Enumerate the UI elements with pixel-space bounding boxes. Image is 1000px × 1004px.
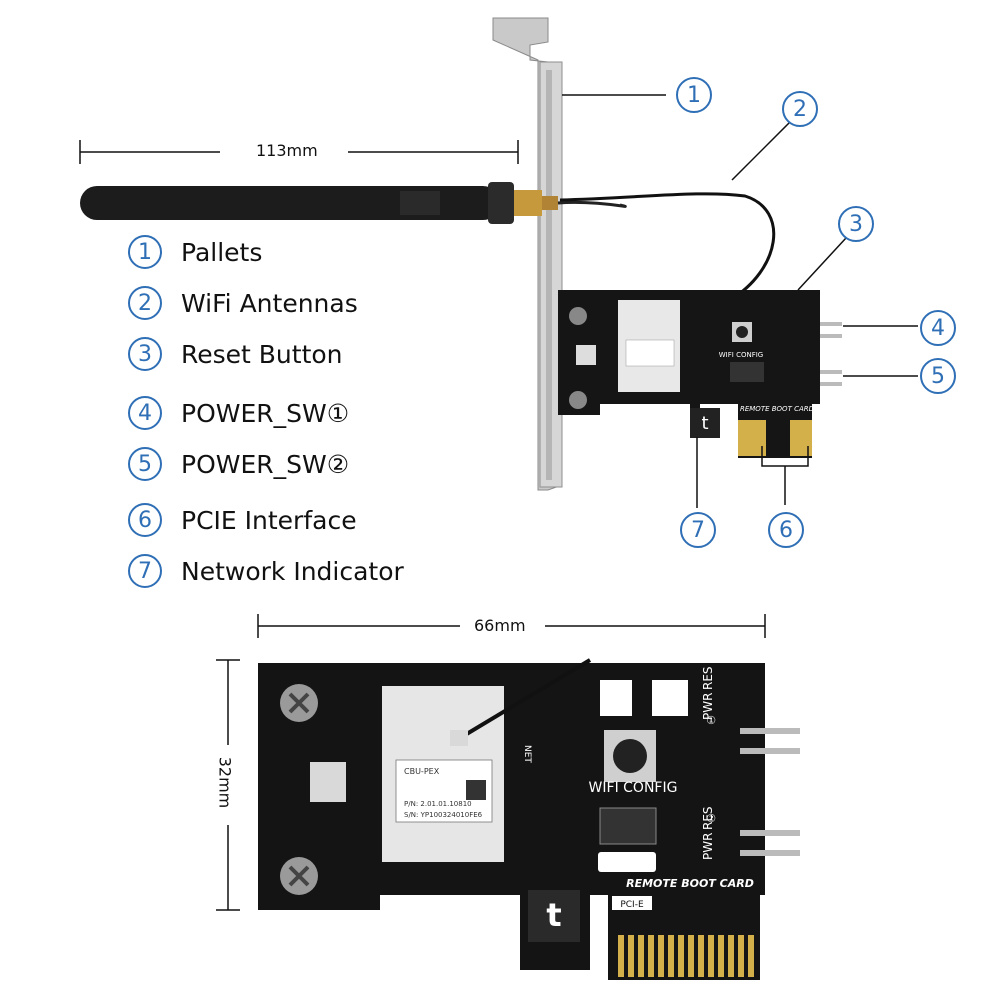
res-label-1: RES — [701, 666, 715, 690]
legend-item: 5 POWER_SW② — [128, 444, 349, 484]
legend-number: 6 — [128, 503, 162, 537]
legend-label: PCIE Interface — [181, 505, 357, 535]
callout-leaders — [562, 94, 918, 508]
legend-number: 2 — [128, 286, 162, 320]
callout-2: 2 — [782, 91, 818, 127]
callout-6: 6 — [768, 512, 804, 548]
legend-item: 6 PCIE Interface — [128, 500, 357, 540]
board-width-label: 66mm — [470, 616, 530, 635]
wifi-antenna — [80, 182, 627, 224]
module-sn-text: S/N: YP100324010FE6 — [404, 811, 483, 819]
legend-item: 2 WiFi Antennas — [128, 283, 358, 323]
callout-4: 4 — [920, 310, 956, 346]
callout-7: 7 — [680, 512, 716, 548]
bottom-card-name: REMOTE BOOT CARD — [626, 877, 754, 890]
top-wifi-config-label: WIFI CONFIG — [719, 351, 763, 359]
bottom-pcb: CBU-PEX P/N: 2.01.01.10810 S/N: YP100324… — [258, 658, 800, 980]
legend-label: POWER_SW② — [181, 449, 350, 479]
legend-label: Reset Button — [181, 339, 343, 369]
bottom-wifi-config-label: WIFI CONFIG — [589, 780, 678, 796]
port-1-marker: ① — [706, 714, 716, 727]
res-label-2: RES — [701, 806, 715, 830]
callout-3: 3 — [838, 206, 874, 242]
board-height-label: 32mm — [215, 752, 235, 813]
legend-number: 4 — [128, 396, 162, 430]
net-label: NET — [522, 745, 532, 763]
legend-label: POWER_SW① — [181, 398, 350, 428]
svg-text:t: t — [546, 896, 561, 934]
antenna-width-dimension — [79, 140, 519, 164]
legend-label: Pallets — [181, 237, 263, 267]
legend-number: 5 — [128, 447, 162, 481]
module-model-text: CBU-PEX — [404, 767, 440, 776]
legend-item: 3 Reset Button — [128, 334, 343, 374]
legend-item: 7 Network Indicator — [128, 551, 404, 591]
port-2-marker: ② — [706, 812, 716, 825]
svg-text:t: t — [701, 413, 708, 434]
legend-item: 1 Pallets — [128, 232, 262, 272]
top-card-name: REMOTE BOOT CARD — [740, 405, 815, 413]
legend-number: 1 — [128, 235, 162, 269]
board-width-dimension — [257, 614, 766, 638]
antenna-width-label: 113mm — [252, 141, 322, 160]
pwr-label-2: PWR — [701, 833, 715, 860]
legend-label: WiFi Antennas — [181, 288, 358, 318]
board-height-dimension — [216, 659, 240, 911]
interface-label: PCI-E — [620, 900, 644, 910]
module-pn-text: P/N: 2.01.01.10810 — [404, 800, 472, 808]
legend-label: Network Indicator — [181, 556, 404, 586]
legend-item: 4 POWER_SW① — [128, 393, 349, 433]
legend-number: 7 — [128, 554, 162, 588]
callout-5: 5 — [920, 358, 956, 394]
callout-1: 1 — [676, 77, 712, 113]
top-pcb: t REMOTE BOOT CARD WIFI CONFIG — [558, 290, 842, 458]
pwr-label-1: PWR — [701, 693, 715, 720]
pcie-bracket — [492, 17, 563, 491]
legend-number: 3 — [128, 337, 162, 371]
